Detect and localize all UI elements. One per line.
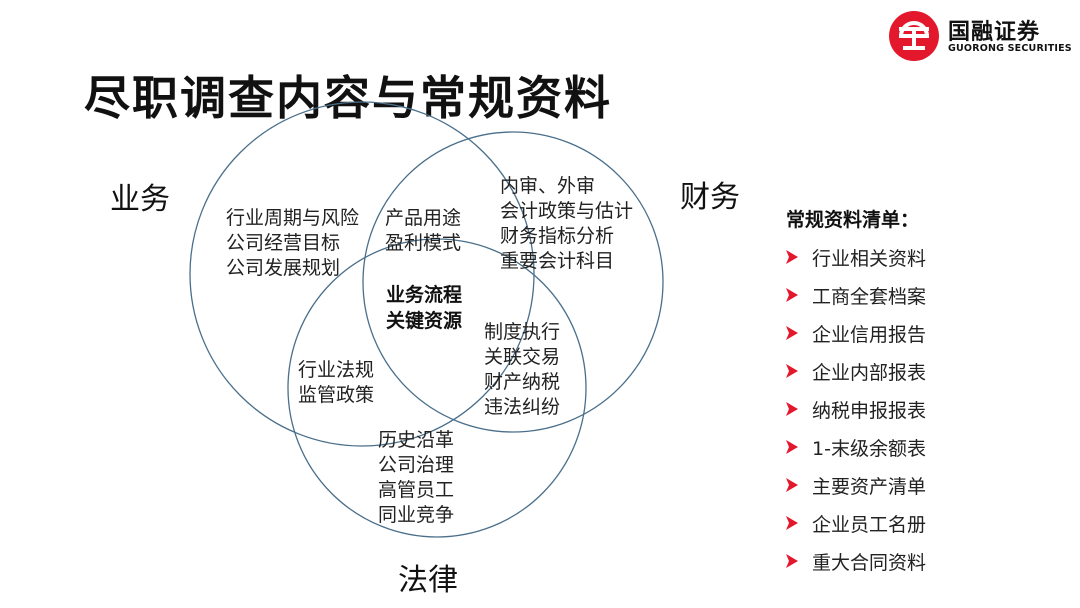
checklist-item-label: 企业员工名册 [812, 513, 927, 536]
finance-item: 会计政策与估计 [500, 200, 634, 222]
business-item: 公司经营目标 [226, 232, 341, 254]
arrow-bullet-icon [786, 326, 798, 340]
checklist-item-label: 企业信用报告 [812, 323, 927, 346]
checklist-item-label: 行业相关资料 [812, 247, 927, 270]
arrow-bullet-icon [786, 364, 798, 378]
checklist-item: 1-末级余额表 [786, 428, 926, 466]
business-item: 公司发展规划 [226, 257, 341, 279]
center-items: 业务流程 关键资源 [386, 282, 462, 334]
arrow-bullet-icon [786, 440, 798, 454]
checklist: 行业相关资料工商全套档案企业信用报告企业内部报表纳税申报报表 1-末级余额表主要资… [786, 238, 926, 580]
finance-circle [362, 131, 664, 433]
checklist-item: 行业相关资料 [786, 238, 926, 276]
checklist-title: 常规资料清单： [786, 209, 920, 231]
checklist-item-label: 工商全套档案 [812, 285, 927, 308]
arrow-bullet-icon [786, 516, 798, 530]
brand-logo: 国融证券 GUORONG SECURITIES [888, 10, 1072, 62]
finance-legal-items: 制度执行 关联交易 财产纳税 违法纠纷 [484, 320, 560, 420]
finance-item: 重要会计科目 [500, 250, 615, 272]
brand-name-en: GUORONG SECURITIES [948, 43, 1072, 54]
business-finance-item: 盈利模式 [385, 232, 462, 254]
arrow-bullet-icon [786, 402, 798, 416]
checklist-item: 主要资产清单 [786, 466, 926, 504]
business-legal-item: 监管政策 [298, 384, 375, 406]
checklist-item-label: 1-末级余额表 [812, 437, 926, 460]
finance-item: 内审、外审 [500, 175, 596, 197]
business-item: 行业周期与风险 [226, 207, 360, 229]
finance-legal-item: 财产纳税 [484, 371, 561, 393]
legal-item: 历史沿革 [378, 429, 455, 451]
checklist-item-label: 企业内部报表 [812, 361, 927, 384]
center-item: 业务流程 [386, 284, 463, 306]
legal-item: 同业竞争 [378, 504, 455, 526]
checklist-item: 企业内部报表 [786, 352, 926, 390]
guorong-logo-icon [889, 11, 939, 61]
checklist-item: 工商全套档案 [786, 276, 926, 314]
business-only-items: 行业周期与风险 公司经营目标 公司发展规划 [226, 206, 359, 281]
arrow-bullet-icon [786, 250, 798, 264]
finance-legal-item: 制度执行 [484, 321, 561, 343]
checklist-item: 重大合同资料 [786, 542, 926, 580]
checklist-item-label: 主要资产清单 [812, 475, 927, 498]
business-legal-item: 行业法规 [298, 359, 375, 381]
finance-legal-item: 违法纠纷 [484, 396, 561, 418]
checklist-item: 企业员工名册 [786, 504, 926, 542]
page-title: 尽职调查内容与常规资料 [84, 71, 612, 125]
legal-item: 公司治理 [378, 454, 455, 476]
label-finance: 财务 [680, 180, 740, 215]
checklist-item-label: 重大合同资料 [812, 551, 927, 574]
legal-only-items: 历史沿革 公司治理 高管员工 同业竞争 [378, 428, 454, 528]
business-legal-items: 行业法规 监管政策 [298, 358, 374, 408]
finance-only-items: 内审、外审 会计政策与估计 财务指标分析 重要会计科目 [500, 174, 633, 274]
legal-item: 高管员工 [378, 479, 455, 501]
business-circle [189, 101, 535, 447]
checklist-item: 企业信用报告 [786, 314, 926, 352]
arrow-bullet-icon [786, 288, 798, 302]
finance-legal-item: 关联交易 [484, 346, 561, 368]
business-finance-item: 产品用途 [385, 207, 462, 229]
business-finance-items: 产品用途 盈利模式 [385, 206, 461, 256]
checklist-item: 纳税申报报表 [786, 390, 926, 428]
label-business: 业务 [110, 182, 170, 217]
arrow-bullet-icon [786, 554, 798, 568]
legal-circle [287, 238, 587, 538]
checklist-item-label: 纳税申报报表 [812, 399, 927, 422]
center-item: 关键资源 [386, 310, 463, 332]
label-legal: 法律 [398, 563, 458, 598]
finance-item: 财务指标分析 [500, 225, 615, 247]
arrow-bullet-icon [786, 478, 798, 492]
brand-name-cn: 国融证券 [948, 20, 1041, 45]
